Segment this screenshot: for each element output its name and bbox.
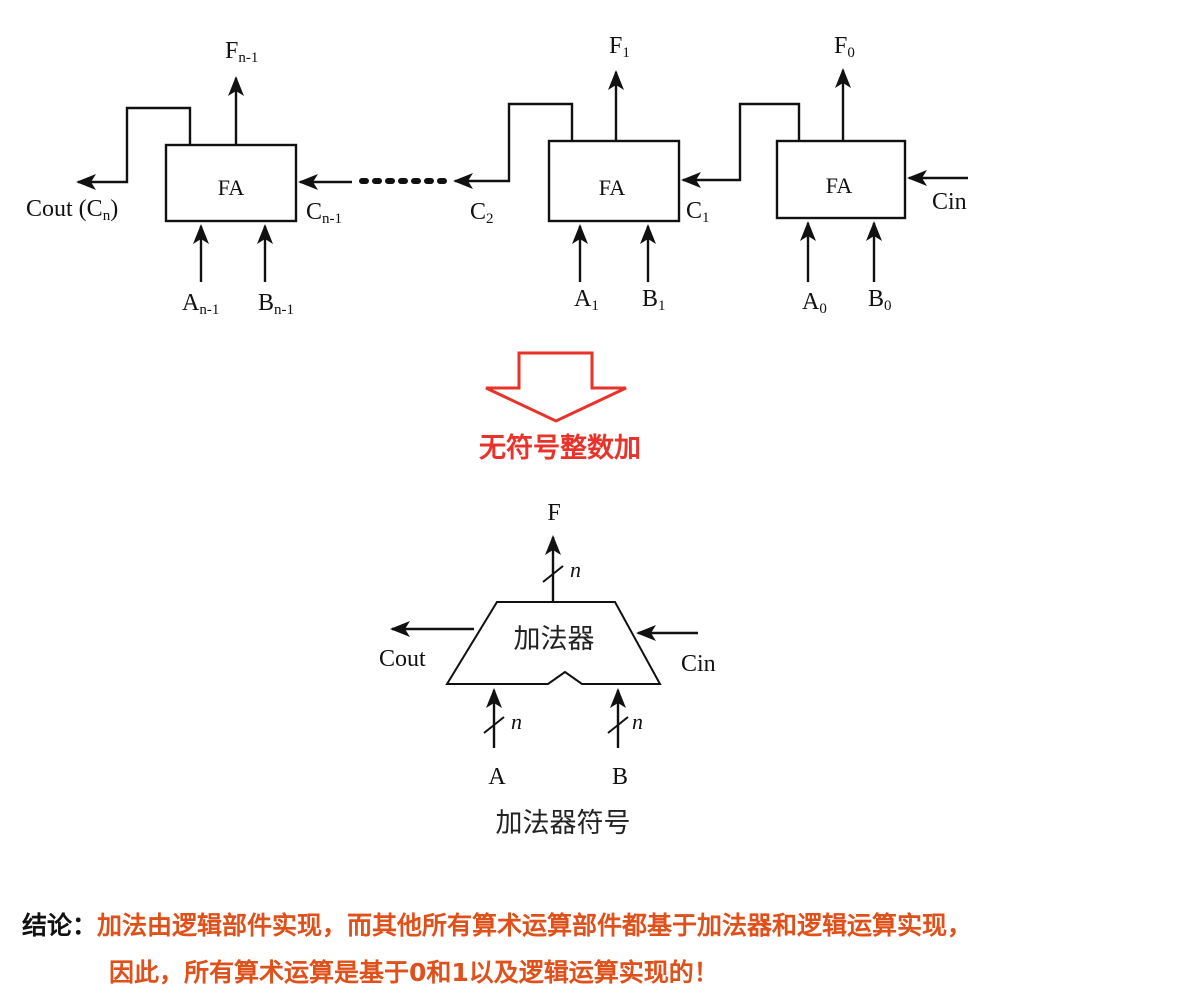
label-b0: B0 [868,286,892,314]
adder-input-a-label: A [488,764,506,790]
carry-wire-c1 [681,102,801,188]
bus-width-f: n [570,557,581,582]
label-b1: B1 [642,286,666,314]
ripple-carry-adder [76,68,968,282]
bus-slash-a [483,716,505,734]
adder-symbol [390,535,698,748]
adder-cout-label: Cout [379,646,426,672]
transition-title: 无符号整数加 [479,432,641,464]
fa-box-n-1 [164,143,298,223]
adder-cin-label: Cin [681,651,716,677]
label-f1: F1 [609,33,630,61]
adder-input-b-label: B [612,764,628,790]
adder-output-label: F [547,500,560,526]
conclusion: 结论：加法由逻辑部件实现，而其他所有算术运算部件都基于加法器和逻辑运算实现， 因… [22,902,1192,996]
adder-caption: 加法器符号 [496,808,631,839]
label-bn-1: Bn-1 [258,290,294,318]
label-f0: F0 [834,33,855,61]
fa-box-0 [775,139,907,220]
label-c2: C2 [470,199,494,227]
down-arrow-icon [485,351,627,423]
label-fn-1: Fn-1 [225,38,258,66]
bus-width-a: n [511,709,522,734]
label-cin: Cin [932,189,967,215]
fa-label-1: FA [599,175,626,200]
label-cn-1: Cn-1 [306,199,342,227]
conclusion-line-1: 加法由逻辑部件实现，而其他所有算术运算部件都基于加法器和逻辑运算实现， [97,911,973,940]
label-a1: A1 [574,286,599,314]
bus-slash-b [607,716,629,734]
label-cout-cn: Cout (Cn) [26,196,118,224]
label-c1: C1 [686,198,710,226]
carry-out-wire [76,106,192,190]
fa-label-n-1: FA [218,175,245,200]
fa-box-1 [547,139,681,223]
label-a0: A0 [802,289,827,317]
adder-body [445,601,662,685]
carry-wire-c2 [453,102,574,189]
label-an-1: An-1 [182,290,219,318]
conclusion-label: 结论： [22,911,98,940]
bus-slash-f [542,565,564,583]
conclusion-line-2: 因此，所有算术运算是基于0和1以及逻辑运算实现的！ [109,958,719,987]
fa-label-0: FA [826,173,853,198]
bus-width-b: n [632,709,643,734]
adder-label: 加法器 [514,624,595,655]
